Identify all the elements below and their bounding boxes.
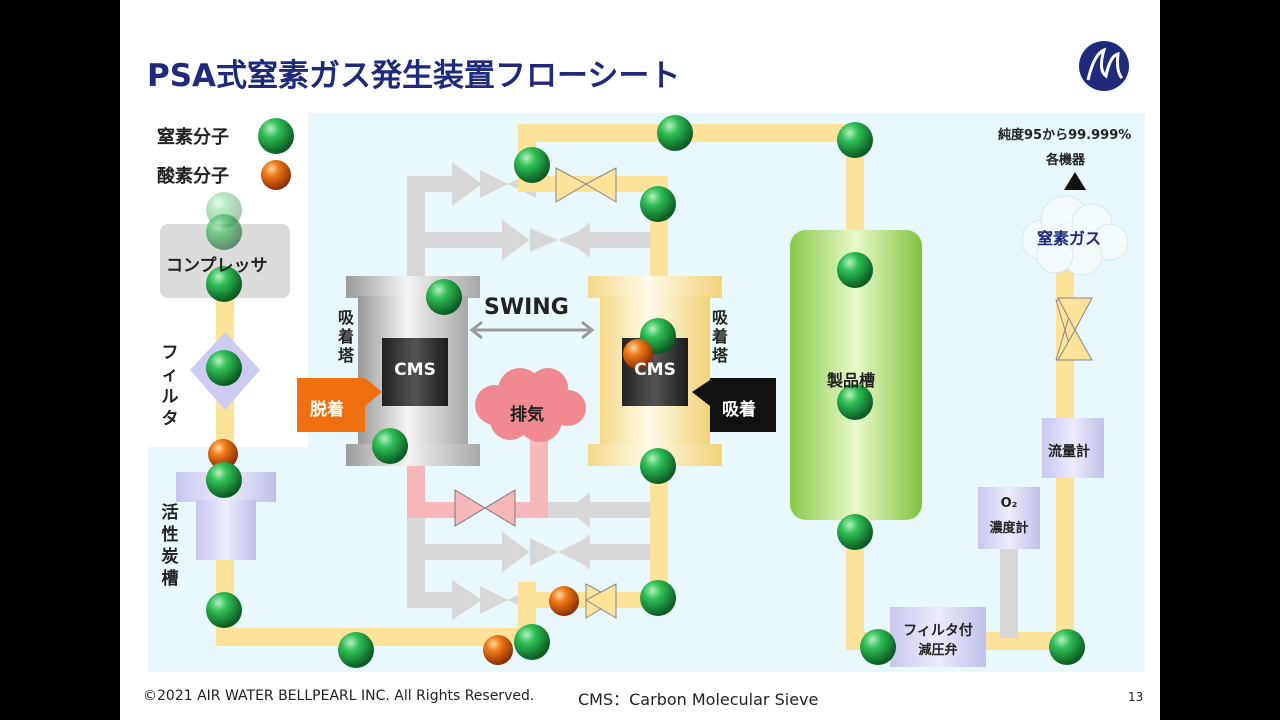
outlet-valve-top — [1057, 297, 1093, 332]
swing-arrow — [469, 320, 595, 340]
filter-valve-label-line1: フィルタ付 — [903, 623, 973, 639]
outlet-valve-bottom — [1057, 328, 1093, 361]
compressor-label: コンプレッサ — [166, 256, 268, 276]
desorption-label: 脱着 — [310, 400, 344, 420]
filter-valve-label-line2: 減圧弁 — [918, 643, 958, 658]
flow-diagram — [148, 41, 1145, 672]
page-number: 13 — [1128, 690, 1144, 704]
molecules — [206, 115, 1085, 668]
product-tank-label: 製品槽 — [827, 371, 876, 390]
equipment-label: 各機器 — [1046, 153, 1086, 168]
right-tower-label: 吸着塔 — [711, 308, 728, 365]
carbon-tank-label: 活性炭槽 — [161, 503, 179, 589]
swing-label: SWING — [484, 295, 569, 320]
company-logo — [1079, 41, 1129, 91]
filter-valve-box — [890, 607, 986, 667]
output-arrow — [1064, 172, 1086, 190]
nitrogen-gas-label: 窒素ガス — [1037, 229, 1102, 248]
flow-meter-box — [1042, 418, 1104, 478]
legend-nitrogen-molecule — [258, 118, 294, 154]
o2-meter-box — [978, 487, 1040, 549]
exhaust-cloud — [475, 368, 586, 442]
adsorption-tag — [692, 378, 776, 432]
o2-sample-line — [1000, 545, 1018, 638]
cms-note: CMS：Carbon Molecular Sieve — [578, 690, 819, 709]
exhaust-pipes — [407, 440, 548, 518]
o2-meter-label-line1: O₂ — [1000, 496, 1018, 511]
exhaust-valve — [454, 489, 516, 527]
left-tower-label: 吸着塔 — [337, 308, 354, 365]
compressor-body — [160, 224, 290, 298]
legend-oxygen-label: 酸素分子 — [157, 166, 229, 187]
legend-nitrogen-label: 窒素分子 — [157, 127, 229, 148]
cms-right-label: CMS — [634, 360, 676, 380]
filter-label: フィルタ — [161, 343, 179, 429]
exhaust-label: 排気 — [510, 405, 544, 425]
flow-meter-label: 流量計 — [1048, 444, 1090, 460]
cms-left-label: CMS — [394, 360, 436, 380]
legend-oxygen-molecule — [261, 160, 291, 190]
purity-label: 純度95から99.999% — [998, 128, 1132, 143]
copyright-text: ©2021 AIR WATER BELLPEARL INC. All Right… — [143, 688, 535, 704]
adsorption-label: 吸着 — [722, 400, 756, 420]
desorption-tag — [297, 378, 382, 432]
o2-meter-label-line2: 濃度計 — [989, 521, 1029, 536]
nitrogen-gas-cloud — [1021, 195, 1129, 276]
product-tank — [790, 230, 922, 520]
page-title: PSA式窒素ガス発生装置フローシート — [147, 58, 681, 94]
slide: PSA式窒素ガス発生装置フローシート 窒素分子 酸素分子 コンプレッサ フィルタ… — [120, 0, 1160, 720]
